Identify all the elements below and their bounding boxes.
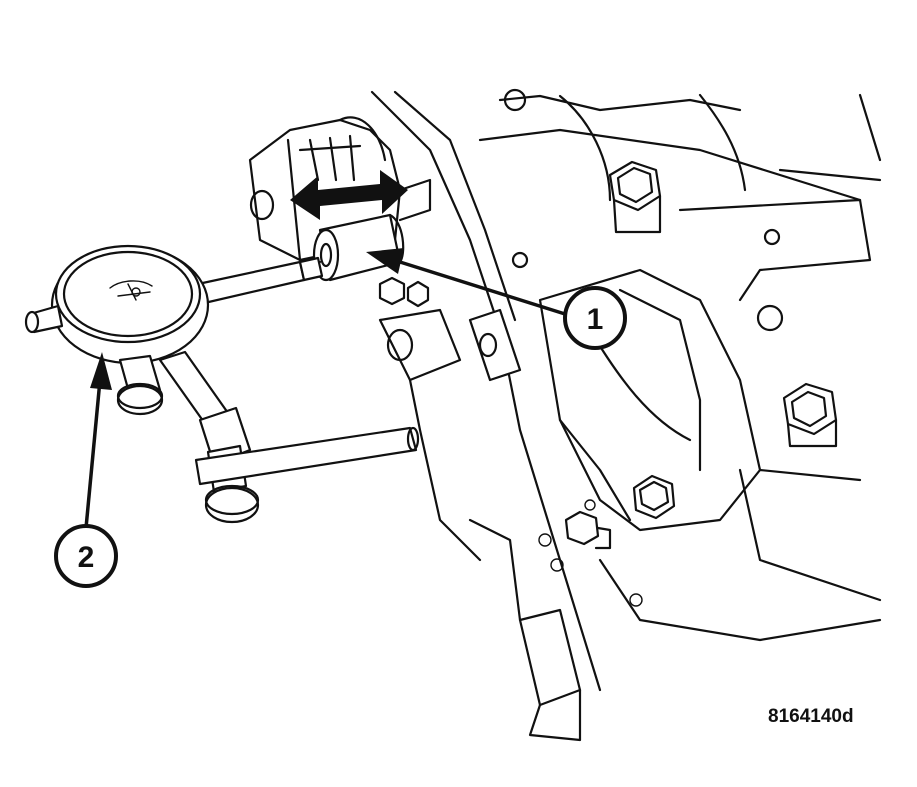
callout-1-number: 1 <box>587 303 604 336</box>
hex-bolt-lower <box>632 474 676 520</box>
hex-bolt-right <box>782 382 838 448</box>
hex-bolt-top <box>608 160 662 234</box>
figure-id-label: 8164140d <box>768 706 854 727</box>
dial-indicator <box>24 244 420 524</box>
endplay-double-arrow <box>290 170 408 220</box>
callout-2: 2 <box>54 352 118 588</box>
hex-bolts <box>378 160 838 550</box>
callout-2-number: 2 <box>78 541 95 574</box>
small-bolt-left <box>378 276 430 308</box>
callout-1: 1 <box>366 248 627 350</box>
small-bolt-lower-left <box>564 510 612 550</box>
